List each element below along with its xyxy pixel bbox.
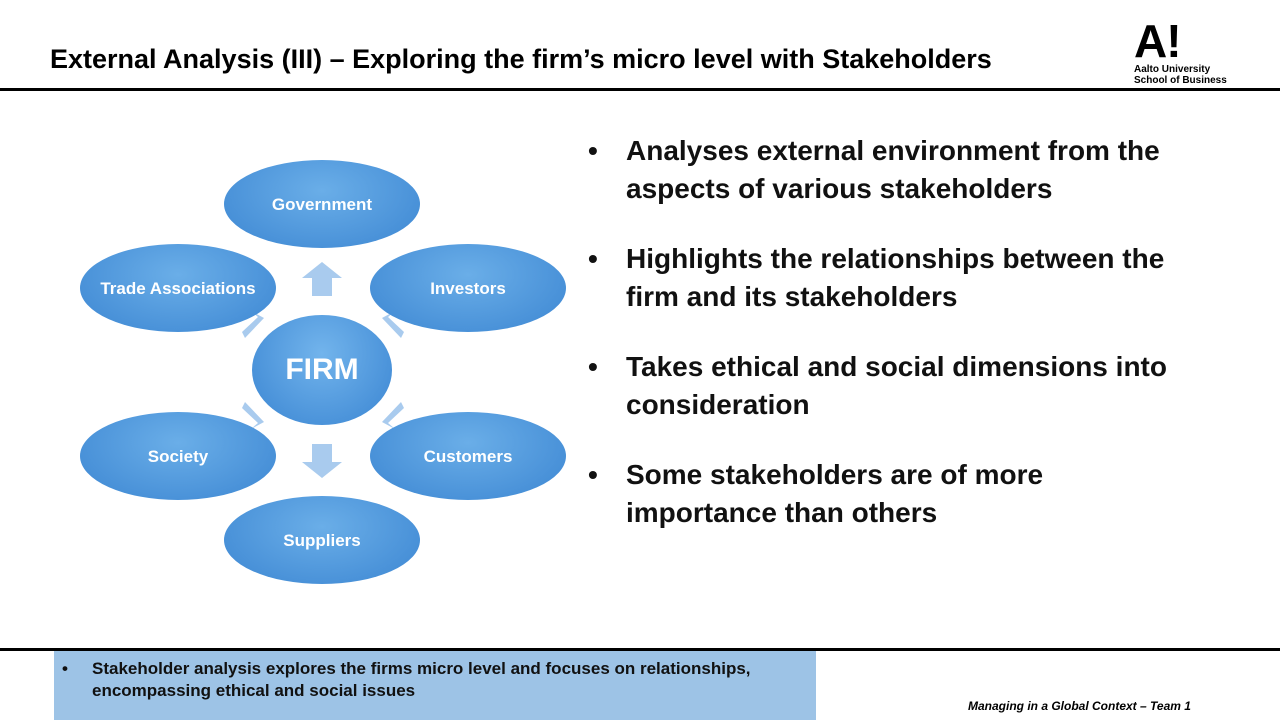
aalto-logo: A! Aalto University School of Business — [1134, 18, 1234, 88]
node-trade-associations: Trade Associations — [80, 244, 276, 332]
header-divider — [0, 88, 1280, 91]
node-customers: Customers — [370, 412, 566, 500]
diagram-arrows — [242, 262, 404, 478]
logo-line-school: School of Business — [1134, 75, 1227, 86]
arrow-to-suppliers — [302, 444, 342, 478]
arrow-to-government — [302, 262, 342, 296]
key-point: Some stakeholders are of more importance… — [588, 456, 1198, 532]
slide-title: External Analysis (III) – Exploring the … — [50, 44, 992, 74]
stakeholder-diagram: Government Investors Customers Suppliers… — [70, 150, 580, 590]
logo-mark: A! — [1134, 15, 1182, 67]
key-point: Analyses external environment from the a… — [588, 132, 1198, 208]
arrow-to-investors — [382, 311, 404, 338]
summary-note: Stakeholder analysis explores the firms … — [54, 651, 816, 720]
arrow-to-trade-associations — [242, 311, 264, 338]
node-society: Society — [80, 412, 276, 500]
arrow-to-customers — [382, 402, 404, 429]
node-suppliers: Suppliers — [224, 496, 420, 584]
footer-caption: Managing in a Global Context – Team 1 — [968, 699, 1191, 713]
node-firm: FIRM — [252, 315, 392, 425]
logo-line-university: Aalto University — [1134, 64, 1211, 75]
key-point: Takes ethical and social dimensions into… — [588, 348, 1198, 424]
key-points-list: Analyses external environment from the a… — [588, 132, 1198, 564]
node-government: Government — [224, 160, 420, 248]
footer-divider — [0, 648, 1280, 651]
node-investors: Investors — [370, 244, 566, 332]
arrow-to-society — [242, 402, 264, 429]
key-point: Highlights the relationships between the… — [588, 240, 1198, 316]
